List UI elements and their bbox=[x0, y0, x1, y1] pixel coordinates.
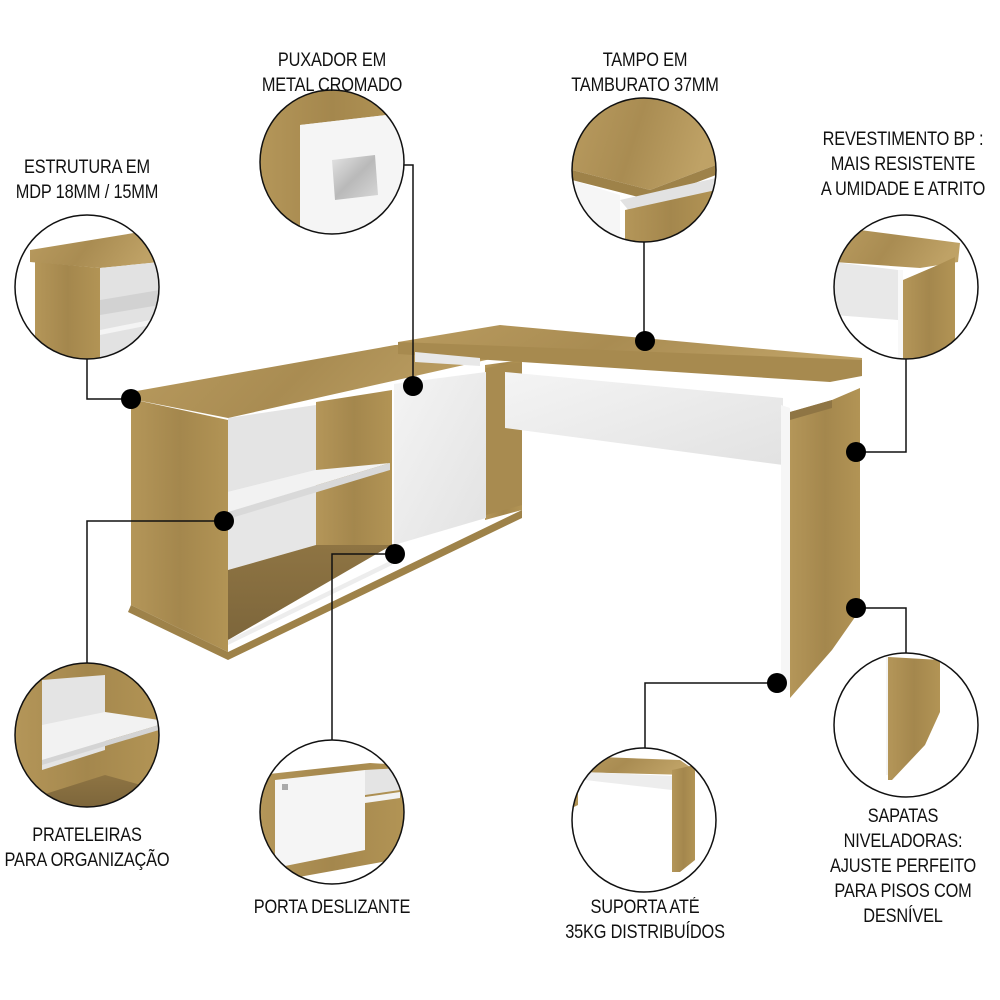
dot-prateleiras bbox=[214, 511, 234, 531]
dot-puxador bbox=[403, 376, 423, 396]
callout-label-revestimento: REVESTIMENTO BP : MAIS RESISTENTE A UMID… bbox=[820, 129, 986, 200]
callout-label-prateleiras: PRATELEIRAS PARA ORGANIZAÇÃO bbox=[4, 825, 170, 871]
dot-tampo bbox=[635, 331, 655, 351]
dot-estrutura bbox=[121, 389, 141, 409]
dot-revestimento bbox=[846, 442, 866, 462]
leader-lines bbox=[86, 164, 907, 748]
chrome-handle-detail bbox=[260, 90, 404, 234]
callout-label-tampo: TAMPO EM TAMBURATO 37MM bbox=[571, 50, 719, 96]
sliding-door-detail bbox=[260, 740, 404, 884]
desk-support-detail bbox=[572, 748, 716, 892]
desktop-edge-detail bbox=[572, 98, 716, 242]
callout-dots bbox=[121, 331, 866, 693]
dot-suporta bbox=[767, 673, 787, 693]
leveling-feet-detail bbox=[834, 653, 978, 797]
callout-label-puxador: PUXADOR EM METAL CROMADO bbox=[261, 50, 403, 96]
bp-coating-detail bbox=[834, 215, 978, 359]
callout-label-suporta: SUPORTA ATÉ 35KG DISTRIBUÍDOS bbox=[565, 897, 725, 943]
shelves-detail bbox=[15, 663, 159, 807]
sideboard-cabinet bbox=[128, 340, 522, 660]
callout-label-estrutura: ESTRUTURA EM MDP 18MM / 15MM bbox=[15, 157, 159, 203]
callout-label-sapatas: SAPATAS NIVELADORAS: AJUSTE PERFEITO PAR… bbox=[829, 806, 977, 927]
callout-label-porta: PORTA DESLIZANTE bbox=[253, 897, 411, 918]
desk bbox=[398, 325, 862, 698]
dot-porta bbox=[385, 544, 405, 564]
dot-sapatas bbox=[846, 598, 866, 618]
